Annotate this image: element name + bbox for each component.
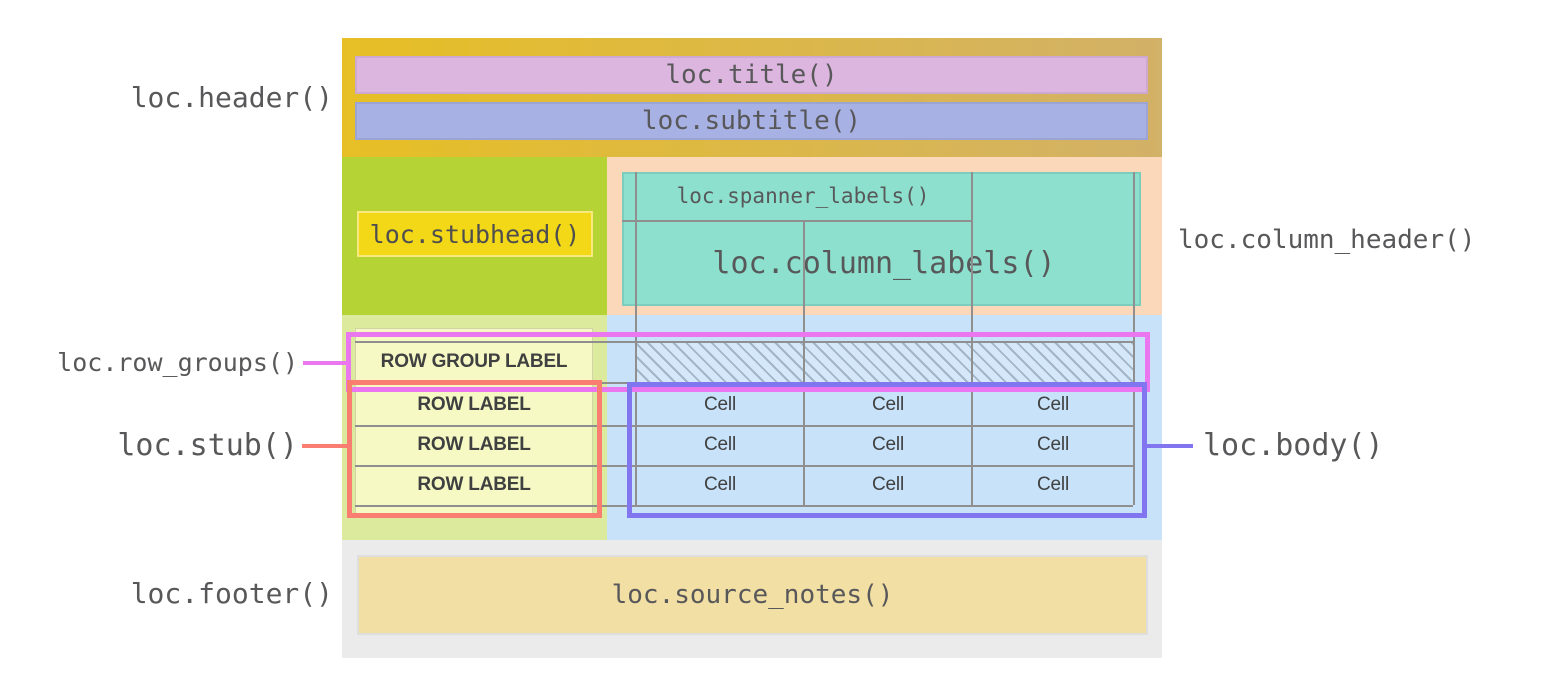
callout-loc-stub: loc.stub() [117,428,298,463]
grid-row-line [355,465,1133,467]
body-cell: Cell [1037,434,1069,455]
callout-loc-header: loc.header() [130,81,333,114]
callout-loc-column-header: loc.column_header() [1178,225,1476,255]
body-cell: Cell [704,474,736,495]
body-cell: Cell [872,474,904,495]
row-groups-outline [346,332,1150,392]
body-cell: Cell [1037,394,1069,415]
row-label: ROW LABEL [417,394,531,415]
grid-col-line [971,172,973,505]
spanner-labels-label: loc.spanner_labels() [676,184,930,208]
body-cell: Cell [1037,474,1069,495]
spanner-labels-area: loc.spanner_labels() [635,172,971,220]
column-labels-label: loc.column_labels() [712,245,1056,281]
grid-col-line [1133,172,1135,505]
source-notes-box: loc.source_notes() [357,555,1148,635]
stub-connector [302,444,348,448]
row-group-hatched-strip [635,343,1133,382]
column-labels-area: loc.column_labels() [635,222,1133,304]
stubhead-box: loc.stubhead() [357,211,593,257]
body-cell: Cell [704,394,736,415]
stub-outline [347,380,602,518]
column-labels-box [622,172,1141,306]
title-label: loc.title() [665,60,838,90]
spanner-underline [622,220,971,222]
subtitle-box: loc.subtitle() [355,102,1148,140]
grid-row-line [355,425,1133,427]
grid-col-line [635,172,637,505]
grid-row-line [355,505,1133,507]
callout-loc-footer: loc.footer() [130,577,333,610]
row-groups-connector [303,361,348,365]
title-box: loc.title() [355,56,1148,94]
body-cell: Cell [872,394,904,415]
subtitle-label: loc.subtitle() [641,106,862,136]
callout-loc-body: loc.body() [1203,428,1384,463]
callout-loc-row-groups: loc.row_groups() [57,348,298,377]
row-label: ROW LABEL [417,474,531,495]
body-connector [1147,444,1193,448]
body-cell: Cell [704,434,736,455]
row-group-label: ROW GROUP LABEL [380,350,568,372]
body-cell: Cell [872,434,904,455]
row-label: ROW LABEL [417,434,531,455]
stubhead-label: loc.stubhead() [369,219,581,249]
grid-row-line [355,341,1133,343]
source-notes-label: loc.source_notes() [611,580,894,610]
grid-col-line [803,220,805,505]
body-outline [627,382,1147,518]
